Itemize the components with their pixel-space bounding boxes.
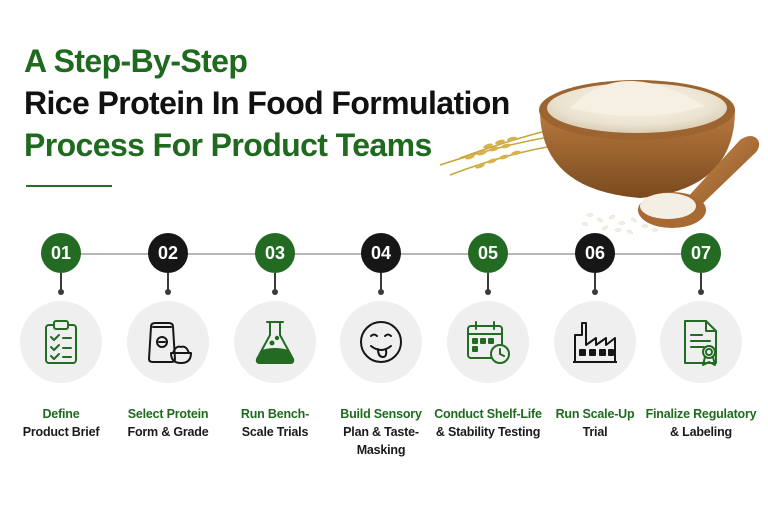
certified-document-icon (684, 320, 717, 366)
rice-bowl-illustration (439, 80, 760, 235)
title-block: A Step-By-Step Rice Protein In Food Form… (24, 40, 510, 166)
step-number-badge: 05 (468, 233, 508, 273)
step-label-line2: Product Brief (22, 425, 100, 439)
step-label-line3: Masking (356, 443, 406, 457)
step-label: Finalize Regulatory & Labeling (640, 405, 762, 441)
step-number-badge: 07 (681, 233, 721, 273)
step-label-line2: Trial (582, 425, 608, 439)
step-label-line1: Conduct Shelf-Life (434, 407, 542, 421)
step-connector (274, 273, 276, 291)
step-dot (378, 289, 384, 295)
step-label-line2: Scale Trials (241, 425, 309, 439)
lab-flask-icon (255, 321, 295, 364)
step-label-line2: & Stability Testing (435, 425, 541, 439)
title-line-1: A Step-By-Step (24, 43, 248, 79)
step-number-badge: 06 (575, 233, 615, 273)
step-label-line1: Define (42, 407, 80, 421)
step-dot (58, 289, 64, 295)
step-connector (380, 273, 382, 291)
step-connector (60, 273, 62, 291)
step-number-badge: 01 (41, 233, 81, 273)
step-label: Conduct Shelf-Life & Stability Testing (427, 405, 549, 441)
step-dot (165, 289, 171, 295)
step-icon-circle (340, 301, 422, 383)
step-number-badge: 04 (361, 233, 401, 273)
step-dot (698, 289, 704, 295)
step-label: Select Protein Form & Grade (107, 405, 229, 441)
step-label: Define Product Brief (0, 405, 122, 441)
step-number-badge: 03 (255, 233, 295, 273)
rice-grains-icon (581, 213, 659, 235)
clipboard-checklist-icon (45, 320, 77, 364)
title-line-3: Process For Product Teams (24, 127, 432, 163)
step-icon-circle (20, 301, 102, 383)
step-icon-circle (447, 301, 529, 383)
step-label: Build Sensory Plan & Taste- Masking (320, 405, 442, 459)
tasting-face-icon (360, 321, 402, 363)
step-icon-circle (127, 301, 209, 383)
hero-illustration (439, 40, 760, 240)
step-icon-circle (554, 301, 636, 383)
wooden-bowl-icon (539, 80, 735, 198)
calendar-clock-icon (467, 321, 510, 364)
step-connector (167, 273, 169, 291)
step-label: Run Bench- Scale Trials (214, 405, 336, 441)
step-dot (592, 289, 598, 295)
step-label-line1: Run Scale-Up (555, 407, 635, 421)
step-label-line1: Select Protein (127, 407, 209, 421)
step-label: Run Scale-Up Trial (534, 405, 656, 441)
step-dot (272, 289, 278, 295)
factory-icon (573, 322, 617, 363)
step-label-line1: Run Bench- (240, 407, 310, 421)
title-underline (26, 185, 112, 187)
step-label-line2: Form & Grade (127, 425, 209, 439)
step-connector (487, 273, 489, 291)
step-dot (485, 289, 491, 295)
title-line-2: Rice Protein In Food Formulation (24, 85, 510, 121)
step-connector (700, 273, 702, 291)
step-icon-circle (660, 301, 742, 383)
step-label-line1: Build Sensory (340, 407, 422, 421)
step-label-line2: & Labeling (670, 425, 732, 439)
protein-bag-and-bowl-icon (148, 322, 192, 364)
step-label-line2: Plan & Taste- (343, 425, 419, 439)
wooden-scoop-icon (638, 136, 760, 228)
step-number-badge: 02 (148, 233, 188, 273)
step-label-line1: Finalize Regulatory (645, 407, 757, 421)
step-icon-circle (234, 301, 316, 383)
step-connector (594, 273, 596, 291)
